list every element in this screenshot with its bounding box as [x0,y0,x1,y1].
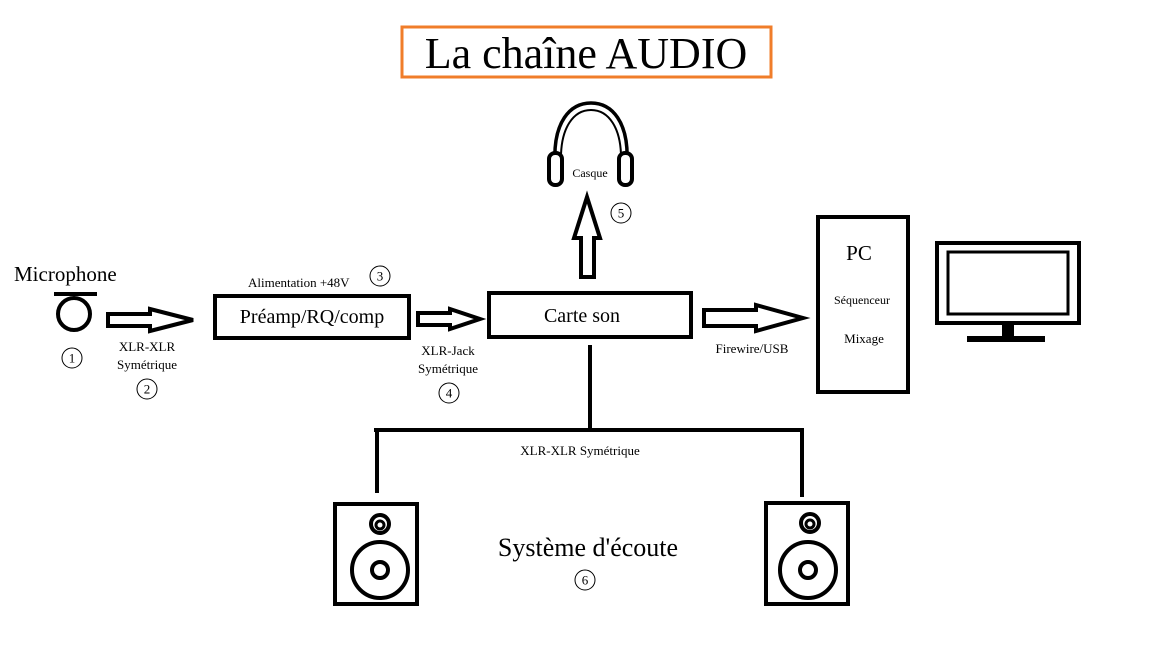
preamp-power-note: Alimentation +48V [248,275,350,290]
step-5-badge: 5 [610,202,632,224]
arrow-mic-to-preamp [106,306,194,334]
speaker-wiring [374,345,804,497]
link-label-xlr-jack: XLR-Jack [421,343,475,358]
link-label-symmetric-1: Symétrique [117,357,177,372]
preamp-box [213,294,411,340]
microphone-icon [54,292,97,332]
monitor-icon [935,241,1081,342]
microphone-label: Microphone [14,262,117,286]
step-6-badge: 6 [574,569,596,591]
sound-card-box [487,291,693,339]
arrow-card-to-headphones [571,190,603,279]
arrow-preamp-to-card [416,306,487,332]
link-label-firewire-usb: Firewire/USB [716,341,789,356]
svg-text:2: 2 [144,382,151,397]
step-4-badge: 4 [438,382,460,404]
speaker-icon [764,501,850,606]
link-label-speakers: XLR-XLR Symétrique [520,443,640,458]
link-label-xlr-xlr: XLR-XLR [119,339,176,354]
diagram-title: La chaîne AUDIO [425,29,748,78]
arrow-card-to-pc [702,302,811,334]
link-label-symmetric-2: Symétrique [418,361,478,376]
svg-text:4: 4 [446,386,453,401]
speaker-icon [333,502,419,606]
svg-text:5: 5 [618,206,625,221]
title-frame [400,25,773,79]
sound-card-label: Carte son [544,305,620,327]
svg-text:3: 3 [377,269,384,284]
headphones-label: Casque [572,166,607,180]
step-3-badge: 3 [369,265,391,287]
pc-mixing-label: Mixage [844,331,884,346]
preamp-label: Préamp/RQ/comp [240,306,384,328]
pc-box [816,215,910,394]
pc-sequencer-label: Séquenceur [834,293,890,307]
step-2-badge: 2 [136,378,158,400]
monitoring-system-label: Système d'écoute [498,533,678,562]
svg-text:6: 6 [582,573,589,588]
svg-text:1: 1 [69,351,76,366]
headphones-icon [547,101,634,187]
step-1-badge: 1 [61,347,83,369]
pc-title: PC [846,241,872,265]
